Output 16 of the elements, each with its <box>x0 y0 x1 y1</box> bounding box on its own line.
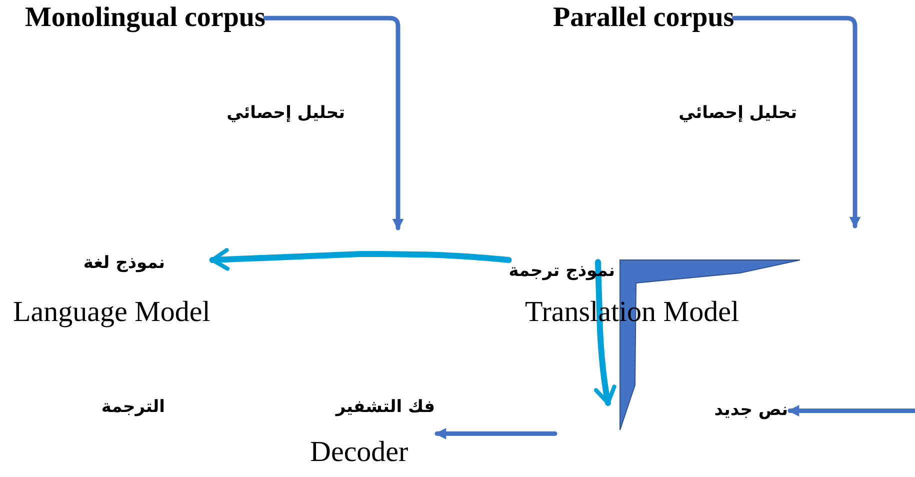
heading: Parallel corpus <box>553 2 734 34</box>
edge-label: تحليل إحصائي <box>678 104 797 124</box>
label-text: Language Model <box>13 296 210 330</box>
arrow <box>434 428 558 440</box>
label-text: الترجمة <box>101 398 165 418</box>
heading: Monolingual corpus <box>25 2 266 34</box>
edge-label: تحليل إحصائي <box>226 104 345 124</box>
arrow <box>594 259 616 406</box>
label-text: Decoder <box>310 436 408 470</box>
arrow <box>732 16 861 228</box>
label-text: نص جديد <box>714 401 788 421</box>
label-text: فك التشفير <box>336 398 435 418</box>
arrow <box>209 248 512 271</box>
arrow <box>263 16 404 230</box>
arrow <box>788 405 915 416</box>
label-text: نموذج لغة <box>83 254 165 274</box>
